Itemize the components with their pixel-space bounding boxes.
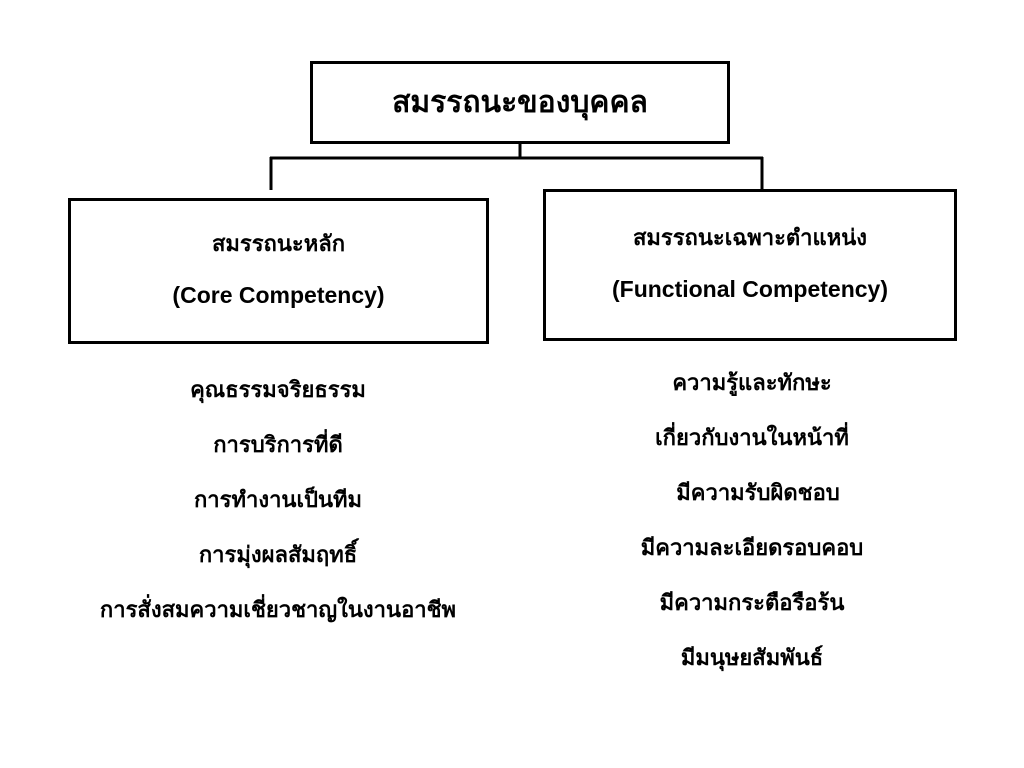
functional-title-en: (Functional Competency) bbox=[611, 276, 888, 303]
core-item: การทำงานเป็นทีม bbox=[193, 488, 362, 513]
core-item: การสั่งสมความเชี่ยวชาญในงานอาชีพ bbox=[99, 598, 457, 623]
functional-competency-list: ความรู้และทักษะ เกี่ยวกับงานในหน้าที่ มี… bbox=[552, 370, 952, 700]
functional-title-thai: สมรรถนะเฉพาะตำแหน่ง bbox=[632, 226, 868, 251]
functional-item: มีความรับผิดชอบ bbox=[676, 481, 840, 506]
functional-item: มีความละเอียดรอบคอบ bbox=[640, 536, 864, 561]
functional-item: ความรู้และทักษะ bbox=[672, 371, 832, 396]
core-title-thai: สมรรถนะหลัก bbox=[211, 232, 346, 257]
functional-item: มีมนุษยสัมพันธ์ bbox=[680, 646, 824, 671]
root-competency-box: สมรรถนะของบุคคล bbox=[310, 61, 730, 144]
core-title-en: (Core Competency) bbox=[172, 282, 385, 309]
core-competency-box: สมรรถนะหลัก (Core Competency) bbox=[68, 198, 489, 344]
functional-competency-box: สมรรถนะเฉพาะตำแหน่ง (Functional Competen… bbox=[543, 189, 957, 341]
core-item: การมุ่งผลสัมฤทธิ์ bbox=[198, 543, 358, 568]
functional-item: เกี่ยวกับงานในหน้าที่ bbox=[655, 426, 849, 451]
root-title: สมรรถนะของบุคคล bbox=[392, 85, 648, 120]
core-item: คุณธรรมจริยธรรม bbox=[190, 378, 366, 403]
functional-item: มีความกระตือรือร้น bbox=[659, 591, 845, 616]
core-item: การบริการที่ดี bbox=[213, 433, 343, 458]
core-competency-list: คุณธรรมจริยธรรม การบริการที่ดี การทำงานเ… bbox=[40, 377, 516, 652]
